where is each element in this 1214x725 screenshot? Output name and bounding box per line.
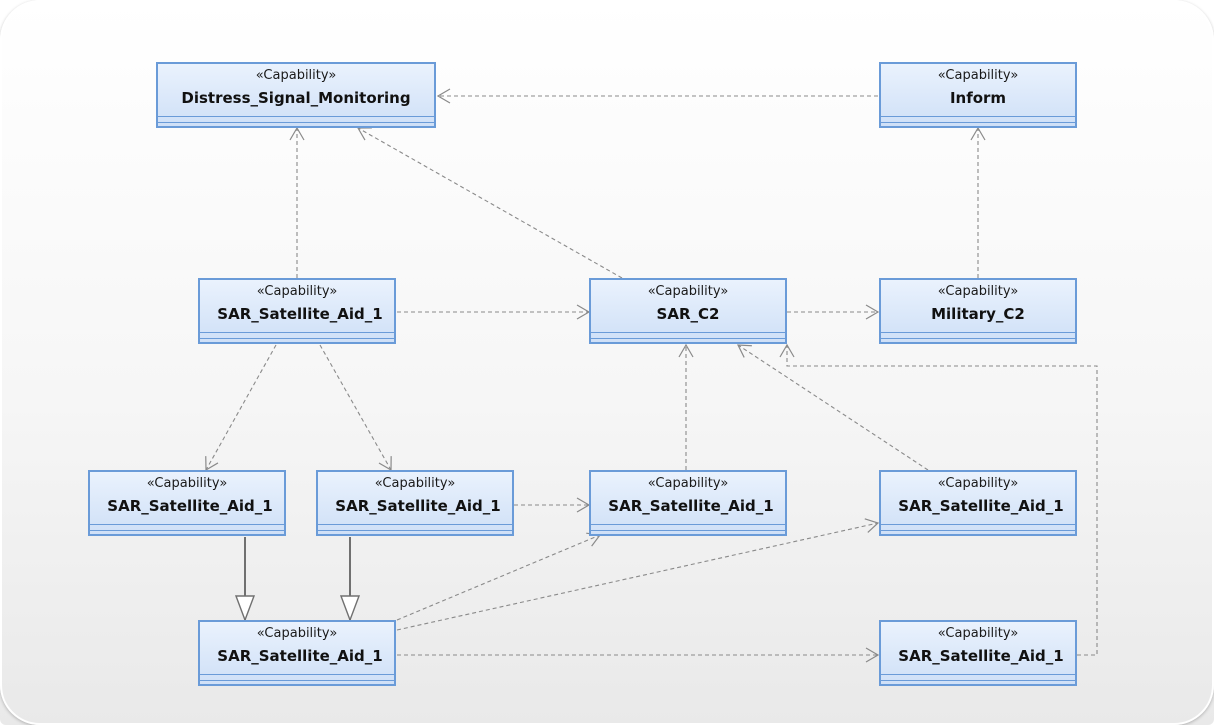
attribute-compartment <box>90 524 284 525</box>
dependency-aidmid4-to-sarc2 <box>737 344 929 471</box>
capability-distress-signal-monitoring[interactable]: «Capability» Distress_Signal_Monitoring <box>156 62 436 128</box>
capability-sar-satellite-aid-bottom-right[interactable]: «Capability» SAR_Satellite_Aid_1 <box>879 620 1077 686</box>
stereotype-label: «Capability» <box>937 626 1019 641</box>
operation-compartment <box>318 530 512 531</box>
attribute-compartment <box>200 674 394 675</box>
attribute-compartment <box>158 116 434 117</box>
operation-compartment <box>158 122 434 123</box>
operation-compartment <box>591 530 785 531</box>
operation-compartment <box>200 338 394 339</box>
operation-compartment <box>591 338 785 339</box>
capability-name: SAR_Satellite_Aid_1 <box>107 497 273 515</box>
attribute-compartment <box>591 524 785 525</box>
capability-sar-satellite-aid-bottom[interactable]: «Capability» SAR_Satellite_Aid_1 <box>198 620 396 686</box>
operation-compartment <box>881 122 1075 123</box>
stereotype-label: «Capability» <box>937 68 1019 83</box>
operation-compartment <box>200 680 394 681</box>
capability-name: SAR_Satellite_Aid_1 <box>217 305 383 323</box>
dependency-aidtop-to-aidmid1 <box>205 344 277 472</box>
stereotype-label: «Capability» <box>937 476 1019 491</box>
attribute-compartment <box>881 674 1075 675</box>
stereotype-label: «Capability» <box>255 68 337 83</box>
capability-sar-c2[interactable]: «Capability» SAR_C2 <box>589 278 787 344</box>
attribute-compartment <box>881 332 1075 333</box>
operation-compartment <box>881 338 1075 339</box>
dependency-sarc2-to-distress <box>356 127 623 279</box>
operation-compartment <box>881 680 1075 681</box>
capability-name: SAR_Satellite_Aid_1 <box>898 497 1064 515</box>
attribute-compartment <box>881 116 1075 117</box>
stereotype-label: «Capability» <box>647 284 729 299</box>
capability-sar-satellite-aid-mid-1[interactable]: «Capability» SAR_Satellite_Aid_1 <box>88 470 286 536</box>
capability-inform[interactable]: «Capability» Inform <box>879 62 1077 128</box>
dependency-aidbottom-to-aidmid3 <box>396 532 602 621</box>
capability-sar-satellite-aid-top[interactable]: «Capability» SAR_Satellite_Aid_1 <box>198 278 396 344</box>
dependency-aidbottomright-to-sarc2 <box>779 343 1098 656</box>
capability-name: SAR_Satellite_Aid_1 <box>217 647 383 665</box>
capability-sar-satellite-aid-mid-3[interactable]: «Capability» SAR_Satellite_Aid_1 <box>589 470 787 536</box>
capability-name: Distress_Signal_Monitoring <box>181 89 411 107</box>
capability-sar-satellite-aid-mid-4[interactable]: «Capability» SAR_Satellite_Aid_1 <box>879 470 1077 536</box>
attribute-compartment <box>881 524 1075 525</box>
dependency-aidtop-to-aidmid2 <box>319 344 392 472</box>
capability-name: SAR_Satellite_Aid_1 <box>898 647 1064 665</box>
capability-name: SAR_C2 <box>656 305 720 323</box>
capability-name: Military_C2 <box>931 305 1025 323</box>
capability-sar-satellite-aid-mid-2[interactable]: «Capability» SAR_Satellite_Aid_1 <box>316 470 514 536</box>
stereotype-label: «Capability» <box>256 626 338 641</box>
stereotype-label: «Capability» <box>647 476 729 491</box>
stereotype-label: «Capability» <box>937 284 1019 299</box>
capability-name: SAR_Satellite_Aid_1 <box>608 497 774 515</box>
operation-compartment <box>90 530 284 531</box>
stereotype-label: «Capability» <box>146 476 228 491</box>
dependency-aidbottom-to-aidmid4 <box>396 518 880 631</box>
capability-name: SAR_Satellite_Aid_1 <box>335 497 501 515</box>
stereotype-label: «Capability» <box>256 284 338 299</box>
capability-military-c2[interactable]: «Capability» Military_C2 <box>879 278 1077 344</box>
capability-name: Inform <box>949 89 1007 107</box>
attribute-compartment <box>200 332 394 333</box>
attribute-compartment <box>318 524 512 525</box>
attribute-compartment <box>591 332 785 333</box>
operation-compartment <box>881 530 1075 531</box>
stereotype-label: «Capability» <box>374 476 456 491</box>
